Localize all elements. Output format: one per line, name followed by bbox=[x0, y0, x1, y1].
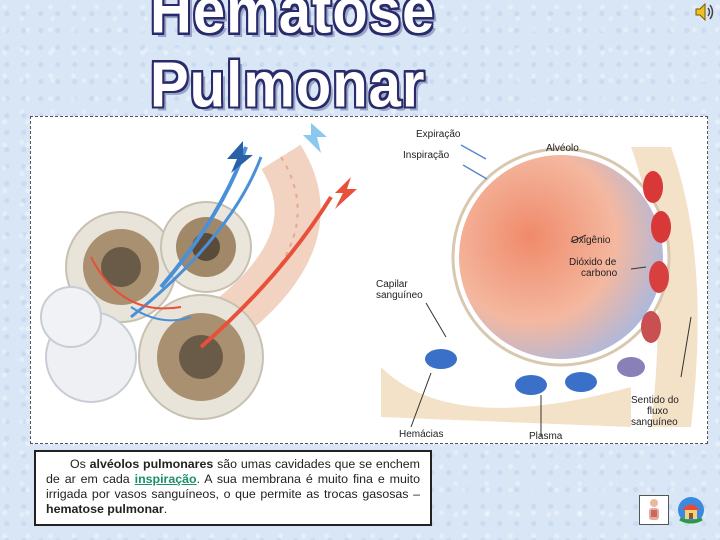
label-carbon-dioxide-line1: Dióxido de bbox=[569, 257, 617, 268]
label-blood-flow-line3: sanguíneo bbox=[631, 417, 678, 428]
label-capillary-line1: Capilar bbox=[376, 279, 408, 290]
label-plasma: Plasma bbox=[529, 431, 563, 442]
caption-text-2: são umas cavidades que se enchem de ar e… bbox=[46, 457, 421, 486]
label-red-cells: Hemácias bbox=[399, 429, 444, 440]
label-expiration: Expiração bbox=[416, 129, 461, 140]
page-title: Hematose Pulmonar bbox=[150, 0, 436, 121]
label-blood-flow-line1: Sentido do bbox=[631, 395, 679, 406]
home-icon[interactable] bbox=[676, 495, 706, 525]
alveoli-illustration: Expiração Inspiração Alvéolo Oxigênio Di… bbox=[30, 116, 708, 444]
caption-bold-hematose: hematose pulmonar bbox=[46, 502, 164, 516]
alveoli-drawing bbox=[40, 123, 698, 437]
caption-bold-alveoli: alvéolos pulmonares bbox=[89, 457, 214, 471]
caption-box: Os alvéolos pulmonares são umas cavidade… bbox=[34, 450, 432, 526]
label-inspiration: Inspiração bbox=[403, 150, 450, 161]
label-carbon-dioxide-line2: carbono bbox=[581, 268, 618, 279]
speaker-icon[interactable] bbox=[694, 2, 716, 22]
caption-text-4: . bbox=[163, 502, 168, 516]
alveolus-detail bbox=[381, 144, 698, 437]
label-blood-flow-line2: fluxo bbox=[647, 406, 669, 417]
label-blood-flow: Sentido do fluxo sanguíneo bbox=[631, 395, 679, 428]
inspiration-link[interactable]: inspiração bbox=[134, 472, 197, 486]
label-alveolus: Alvéolo bbox=[546, 143, 579, 154]
caption-text-3: . A sua membrana é muito fina e muito ir… bbox=[46, 472, 420, 501]
bronchiole-cluster bbox=[40, 123, 357, 420]
label-capillary: Capilar sanguíneo bbox=[376, 279, 423, 301]
person-icon[interactable] bbox=[639, 495, 669, 525]
label-carbon-dioxide: Dióxido de carbono bbox=[569, 257, 617, 279]
label-capillary-line2: sanguíneo bbox=[376, 290, 423, 301]
label-oxygen: Oxigênio bbox=[571, 235, 611, 246]
caption-text-1: Os bbox=[70, 457, 86, 471]
